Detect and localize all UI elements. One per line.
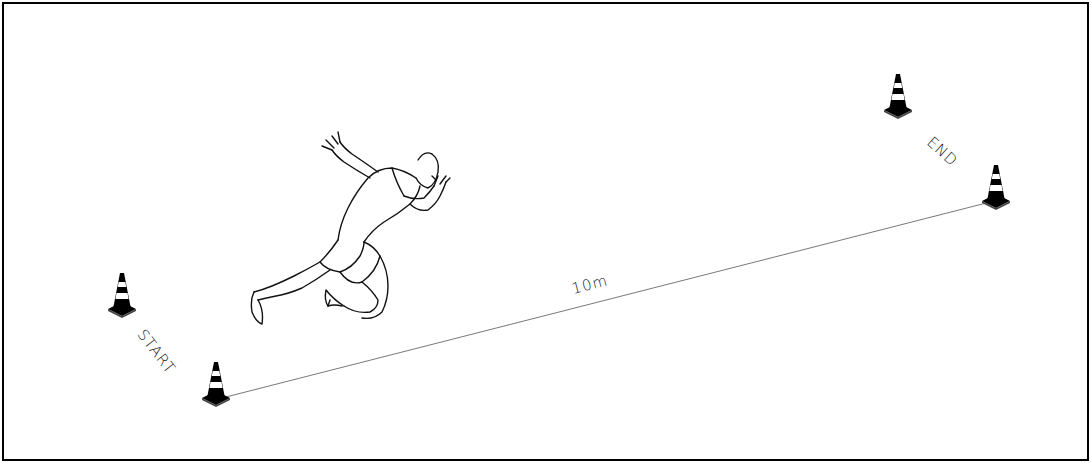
cone (982, 165, 1010, 210)
distance-line (222, 199, 1002, 398)
end-label: END (924, 135, 960, 170)
cone (108, 273, 136, 318)
distance-label: 10m (566, 271, 614, 299)
start-label: START (134, 327, 177, 377)
runner (251, 132, 450, 324)
cone (202, 362, 230, 407)
frame (3, 3, 1088, 460)
cone (884, 74, 912, 119)
